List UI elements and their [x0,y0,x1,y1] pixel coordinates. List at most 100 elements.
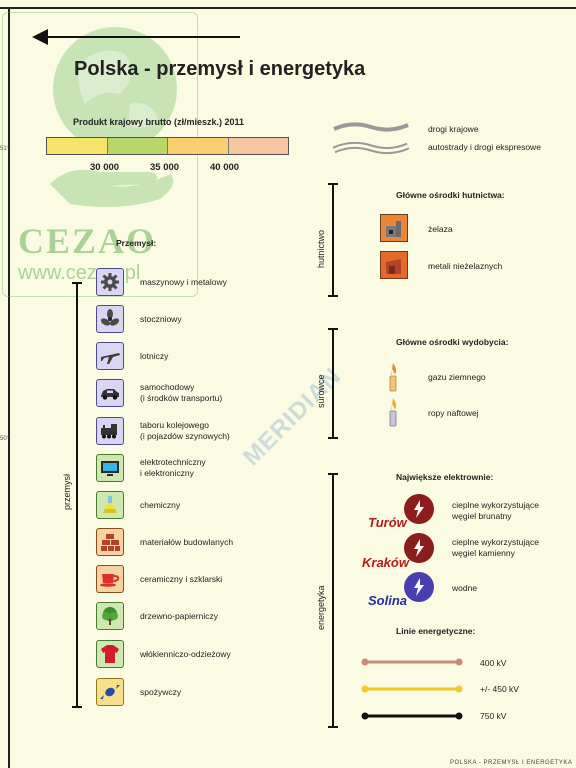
surowce-bracket-cap [328,437,338,439]
elektrownie-item-label: wodne [452,583,478,593]
industry-bracket-line [76,282,78,708]
energetyka-bracket-cap [328,473,338,475]
gdp-threshold-label: 35 000 [150,162,180,173]
hutnictwo-section-label: hutnictwo [316,229,326,268]
gdp-scale-segment [228,138,288,154]
industry-item-label: drzewno-papierniczy [140,610,218,621]
cup-icon [96,565,124,593]
back-arrow-icon[interactable] [30,26,240,48]
wydobycie-item-label: ropy naftowej [428,408,479,418]
globe-hand-watermark [50,27,177,208]
national-road-symbol [333,122,409,132]
surowce-section-label: surowce [316,374,326,408]
road-legend-label: drogi krajowe [428,124,479,134]
elektrownie-item-label: cieplne wykorzystujące węgiel brunatny [452,500,539,521]
industry-item-label: samochodowy (i środków transportu) [140,382,223,403]
industry-item: samochodowy (i środków transportu) [96,378,222,408]
industry-item: taboru kolejowego (i pojazdów szynowych) [96,416,230,446]
industry-item: lotniczy [96,341,168,371]
industry-item-label: włókienniczo-odzieżowy [140,648,231,659]
industry-item-label: maszynowy i metalowy [140,276,227,287]
shirt-icon [96,640,124,668]
thermal-plant-icon [404,533,434,563]
gdp-threshold-label: 30 000 [90,162,120,173]
iron-smelter-icon [380,214,408,242]
gdp-threshold-label: 40 000 [210,162,240,173]
industry-item: elektrotechniczny i elektroniczny [96,453,206,483]
energetyka-bracket-cap [328,726,338,728]
elektrownie-item-label: cieplne wykorzystujące węgiel kamienny [452,537,539,558]
industry-item-label: taboru kolejowego (i pojazdów szynowych) [140,420,230,441]
road-legend-label: autostrady i drogi ekspresowe [428,142,541,152]
industry-item: chemiczny [96,490,180,520]
industry-item: spożywczy [96,677,181,707]
energetyka-bracket-line [332,473,334,728]
tree-icon [96,602,124,630]
hydro-plant-icon [404,572,434,602]
power-line-label: 750 kV [480,711,507,721]
elektrownie-header: Największe elektrownie: [396,472,494,482]
locomotive-icon [96,417,124,445]
cezao-logo-text: CEZAO [18,221,157,261]
gas-flame-icon [389,363,397,392]
industry-item: stoczniowy [96,304,182,334]
linie-header: Linie energetyczne: [396,626,476,636]
nonferrous-smelter-icon [380,251,408,279]
industry-bracket-cap [72,706,82,708]
power-plant-city: Solina [368,593,408,608]
power-line-750kv-symbol [361,712,463,720]
thermal-plant-icon [404,494,434,524]
monitor-icon [96,454,124,482]
industry-item-label: materiałów budowlanych [140,536,234,547]
gdp-scale-segment [47,138,108,154]
flask-icon [96,491,124,519]
latitude-tick: 50° [0,436,10,442]
map-frame-left [8,7,10,768]
hutnictwo-bracket-line [332,183,334,297]
industry-item-label: spożywczy [140,686,182,697]
industry-item: ceramiczny i szklarski [96,564,222,594]
wydobycie-item-label: gazu ziemnego [428,372,486,382]
industry-item: drzewno-papierniczy [96,601,218,631]
page-title: Polska - przemysł i energetyka [74,58,366,80]
surowce-bracket-line [332,328,334,439]
hutnictwo-item-label: metali nieżelaznych [428,261,503,271]
hutnictwo-item-label: żelaza [428,224,453,234]
hutnictwo-bracket-cap [328,183,338,185]
car-icon [96,379,124,407]
gear-icon [96,268,124,296]
industry-item: materiałów budowlanych [96,527,233,557]
power-line-label: 400 kV [480,658,507,668]
industry-item-label: elektrotechniczny i elektroniczny [140,457,206,478]
latitude-tick: 51° [0,146,10,152]
wydobycie-header: Główne ośrodki wydobycia: [396,337,509,347]
industry-item-label: stoczniowy [140,313,182,324]
industry-item: włókienniczo-odzieżowy [96,639,231,669]
power-line-400kv-symbol [361,658,463,666]
hutnictwo-bracket-cap [328,295,338,297]
power-line-label: +/- 450 kV [480,684,519,694]
propeller-icon [96,305,124,333]
gdp-legend-title: Produkt krajowy brutto (zł/mieszk.) 2011 [73,117,245,127]
industry-item-label: chemiczny [140,499,181,510]
gdp-color-scale [46,137,289,155]
surowce-bracket-cap [328,328,338,330]
power-plant-city: Turów [368,515,407,530]
power-line-450kv-symbol [361,685,463,693]
footer-caption: POLSKA - PRZEMYSŁ I ENERGETYKA [450,760,573,766]
industry-item: maszynowy i metalowy [96,267,227,297]
industry-item-label: ceramiczny i szklarski [140,573,223,584]
meridian-watermark: MERIDIAN [238,362,347,472]
energetyka-section-label: energetyka [316,585,326,630]
industry-item-label: lotniczy [140,350,169,361]
hutnictwo-header: Główne ośrodki hutnictwa: [396,190,505,200]
oil-flame-icon [389,398,397,427]
industry-bracket-cap [72,282,82,284]
gdp-scale-segment [107,138,168,154]
gdp-scale-segment [168,138,229,154]
power-plant-city: Kraków [362,555,409,570]
expressway-symbol [332,141,410,155]
industry-section-label: przemysł [62,473,72,510]
map-frame-top [0,7,576,9]
candy-icon [96,678,124,706]
